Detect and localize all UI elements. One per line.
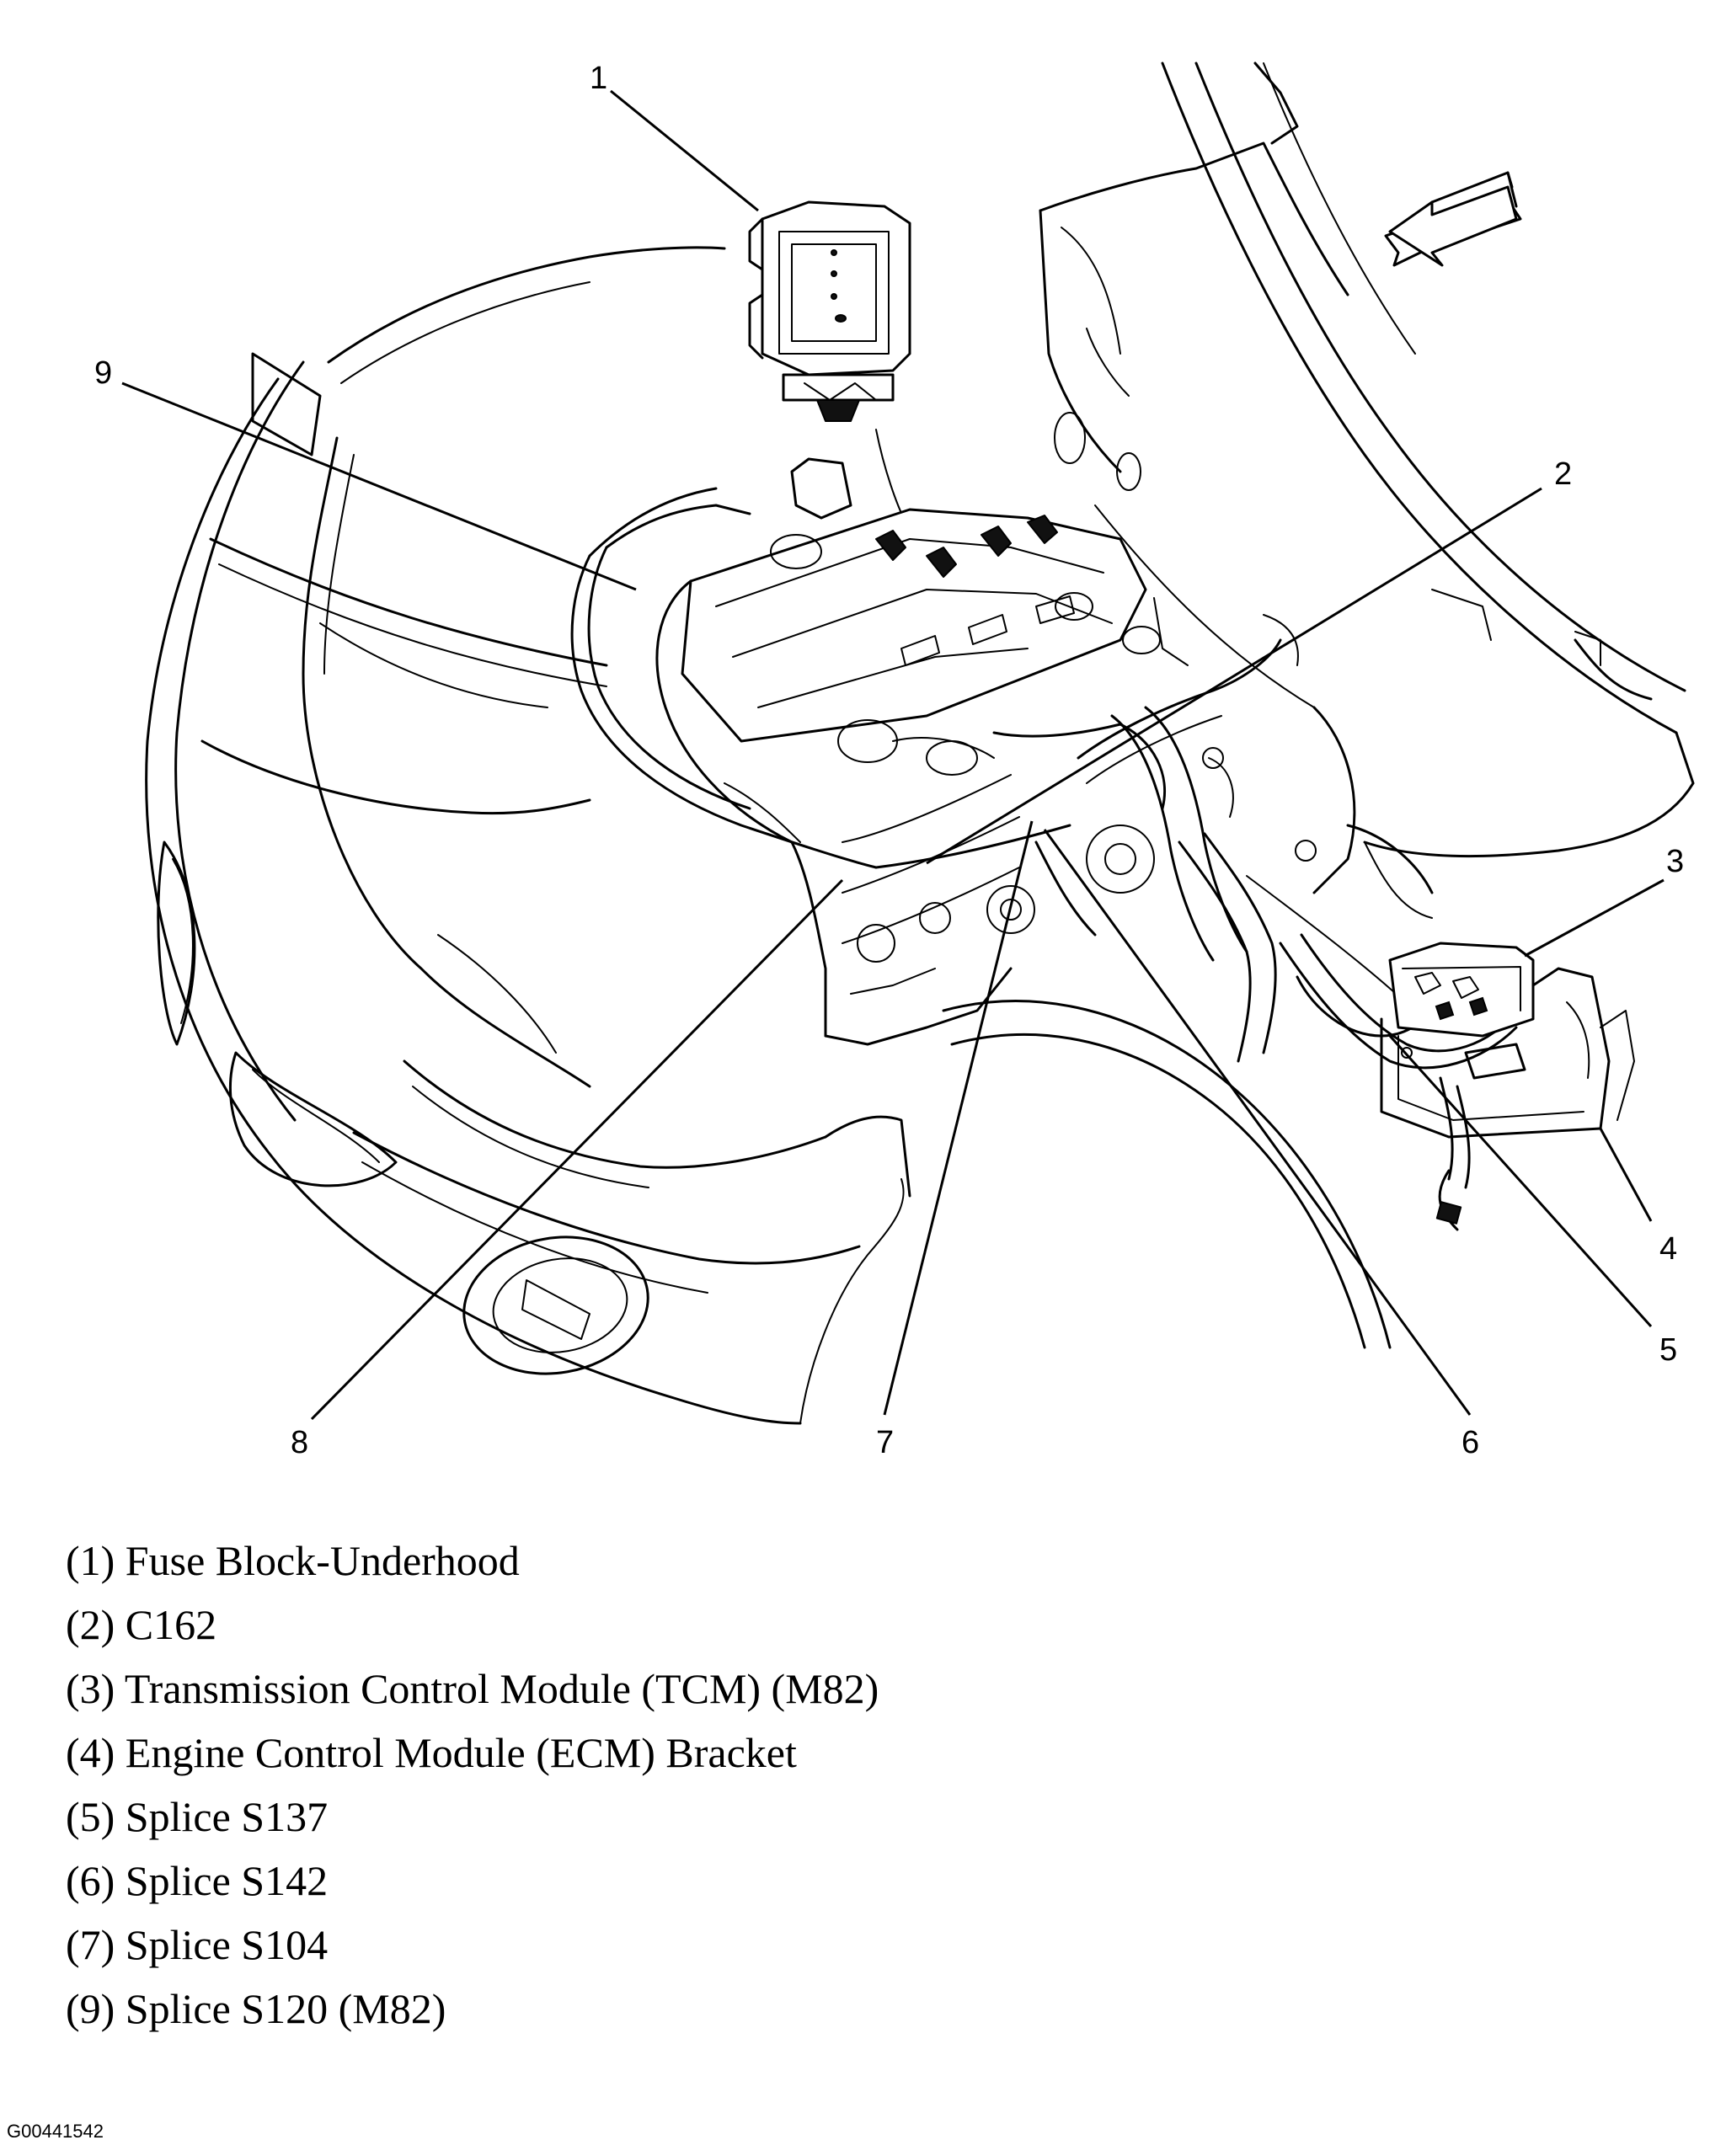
legend-item-splice-s104: (7) Splice S104 — [66, 1921, 329, 1968]
legend-item-splice-s142: (6) Splice S142 — [66, 1857, 329, 1904]
callout-8: 8 — [291, 1425, 308, 1460]
legend-item-fuse-block: (1) Fuse Block-Underhood — [66, 1537, 520, 1584]
transmission-control-module — [1388, 942, 1535, 1038]
front-arrow-icon — [1384, 171, 1522, 267]
callout-1: 1 — [590, 61, 607, 96]
engine-assembly — [655, 457, 1248, 1046]
figure-id: G00441542 — [7, 2121, 104, 2142]
callout-7: 7 — [876, 1425, 894, 1460]
callout-3: 3 — [1666, 844, 1684, 879]
callout-leaders — [121, 89, 1665, 1421]
legend-item-c162: (2) C162 — [66, 1601, 217, 1648]
right-fender-wheelhouse — [942, 61, 1695, 1349]
callout-6: 6 — [1461, 1425, 1479, 1460]
callout-labels: 1 2 3 4 5 6 7 8 9 — [94, 61, 1684, 1460]
front-bumper-fascia — [145, 246, 911, 1425]
fuse-block-underhood — [748, 200, 911, 523]
legend-item-tcm: (3) Transmission Control Module (TCM) (M… — [66, 1665, 879, 1712]
legend-item-splice-s120: (9) Splice S120 (M82) — [66, 1985, 446, 2032]
callout-4: 4 — [1659, 1231, 1677, 1267]
legend-item-splice-s137: (5) Splice S137 — [66, 1793, 329, 1840]
legend-item-ecm-bracket: (4) Engine Control Module (ECM) Bracket — [66, 1729, 797, 1776]
callout-2: 2 — [1554, 456, 1572, 492]
callout-5: 5 — [1659, 1332, 1677, 1368]
component-legend: (1) Fuse Block-Underhood (2) C162 (3) Tr… — [66, 1529, 1666, 2041]
engine-compartment-diagram: 1 2 3 4 5 6 7 8 9 — [94, 61, 1695, 1460]
ecm-bracket — [1380, 967, 1635, 1139]
callout-9: 9 — [94, 355, 112, 391]
